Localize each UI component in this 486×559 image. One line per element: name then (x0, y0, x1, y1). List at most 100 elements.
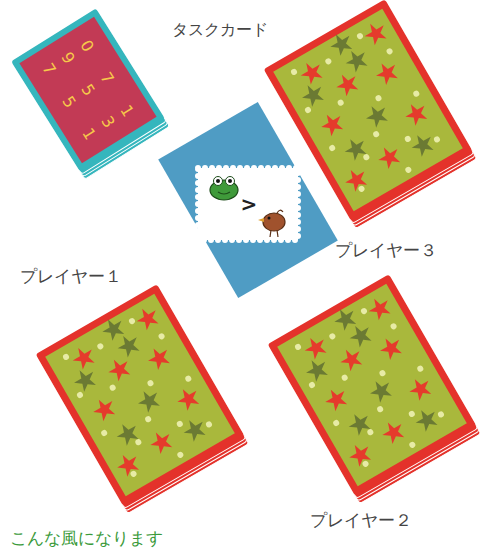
card-star (297, 58, 326, 87)
card-dot (144, 415, 152, 423)
card-star (362, 101, 391, 130)
card-dot (176, 451, 184, 459)
card-dot (62, 353, 70, 361)
card-dot (416, 365, 424, 373)
card-number: 1 (79, 124, 101, 143)
scalloped-frame (198, 168, 298, 240)
card-star (330, 304, 359, 333)
player-label-position: プレイヤー１ (20, 266, 122, 286)
player-label: プレイヤー２ (310, 510, 412, 530)
card-star (326, 29, 355, 58)
bird-picture (258, 210, 285, 237)
card-dot (437, 410, 445, 418)
card-number-position: 1 (79, 124, 101, 143)
card-dot (412, 90, 420, 98)
frog-picture (210, 177, 238, 201)
card-dot (96, 342, 104, 350)
card-star (173, 384, 202, 413)
caption: こんな風になります (10, 528, 163, 548)
player-label-position: プレイヤー２ (310, 510, 412, 530)
card-number: 7 (39, 60, 61, 79)
card-face (277, 284, 467, 486)
player-label: プレイヤー１ (20, 266, 122, 286)
card-dot (176, 420, 184, 428)
card-dot (184, 375, 192, 383)
card-star (408, 130, 437, 159)
card-dot (362, 153, 370, 161)
card-star (342, 45, 371, 74)
card-star (346, 320, 375, 349)
card-star (301, 333, 330, 362)
card-star (366, 376, 395, 405)
card-dot (290, 68, 298, 76)
player-label: プレイヤー３ (335, 240, 437, 260)
card-star (134, 386, 163, 415)
card-number: 0 (76, 37, 98, 56)
card-dot (324, 57, 332, 65)
card-star (113, 419, 142, 448)
card-star (378, 417, 407, 446)
card-star (365, 293, 394, 322)
card-dot (332, 419, 340, 427)
card-star (144, 343, 173, 372)
card-number-position: 5 (59, 92, 81, 111)
card-dot (328, 332, 336, 340)
card-star (69, 343, 98, 372)
card-dot (389, 322, 397, 330)
card-dot (134, 438, 142, 446)
card-dot (404, 135, 412, 143)
deck-label: タスクカード (172, 20, 268, 39)
card-star (70, 365, 99, 394)
card-dot (337, 99, 345, 107)
comparison-symbol: > (241, 192, 258, 216)
card-star (89, 394, 118, 423)
card-dot (157, 332, 165, 340)
card-face (19, 17, 156, 164)
card-dot (146, 379, 154, 387)
comparison-card (158, 102, 338, 298)
card-star (114, 330, 143, 359)
card-star (341, 165, 370, 194)
card-star (317, 109, 346, 138)
card-number-position: 5 (77, 81, 99, 100)
card-number-position: 9 (57, 48, 79, 67)
card-border (268, 274, 477, 496)
card-dot (404, 166, 412, 174)
card-star (321, 384, 350, 413)
card-star (298, 80, 327, 109)
card-star (332, 69, 361, 98)
card-star (341, 134, 370, 163)
card-star (401, 99, 430, 128)
card-star (98, 314, 127, 343)
card-star (405, 374, 434, 403)
card-dot (129, 470, 137, 478)
card-dot (366, 428, 374, 436)
card-star (113, 450, 142, 479)
card-dot (308, 381, 316, 389)
card-dot (128, 317, 136, 325)
card-dot (408, 441, 416, 449)
card-face (158, 102, 338, 298)
card-number: 7 (96, 69, 118, 88)
card-number-position: 7 (38, 60, 60, 79)
card-star (180, 415, 209, 444)
card-dot (205, 420, 213, 428)
card-number-position: 1 (116, 101, 138, 120)
card-dot (433, 135, 441, 143)
card-face (45, 294, 235, 496)
card-dot (341, 374, 349, 382)
card-dot (109, 384, 117, 392)
deck-label-position: タスクカード (172, 20, 268, 39)
card-dot (356, 32, 364, 40)
card-number: 3 (97, 113, 119, 132)
card-star (133, 303, 162, 332)
card-star (345, 440, 374, 469)
card-dot (100, 429, 108, 437)
card-dot (385, 47, 393, 55)
card-number: 5 (77, 81, 99, 100)
comparison-symbol-position: > (241, 192, 258, 216)
task-card-deck (11, 8, 169, 179)
card-dot (294, 343, 302, 351)
player-deck (36, 284, 249, 513)
